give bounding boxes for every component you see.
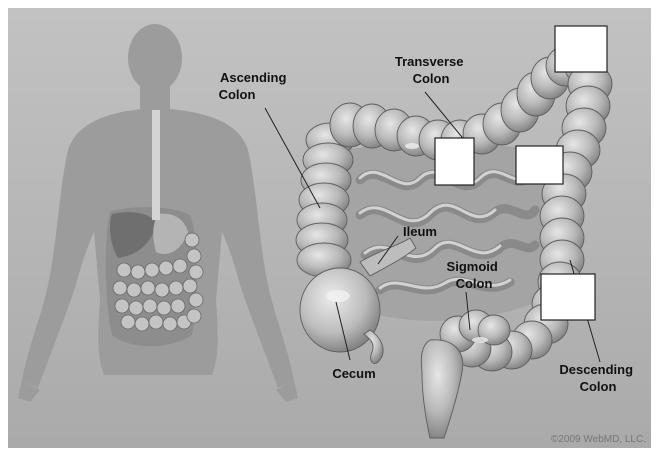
answer-box-descending[interactable] xyxy=(541,274,595,320)
copyright-text: ©2009 WebMD, LLC. xyxy=(551,434,646,445)
label-cecum: Cecum xyxy=(332,366,375,381)
label-ileum: Ileum xyxy=(403,224,437,239)
answer-box-top-right[interactable] xyxy=(555,26,607,72)
cecum-shape xyxy=(300,268,380,352)
answer-box-transverse-left[interactable] xyxy=(435,138,474,185)
answer-box-transverse-right[interactable] xyxy=(516,146,563,184)
